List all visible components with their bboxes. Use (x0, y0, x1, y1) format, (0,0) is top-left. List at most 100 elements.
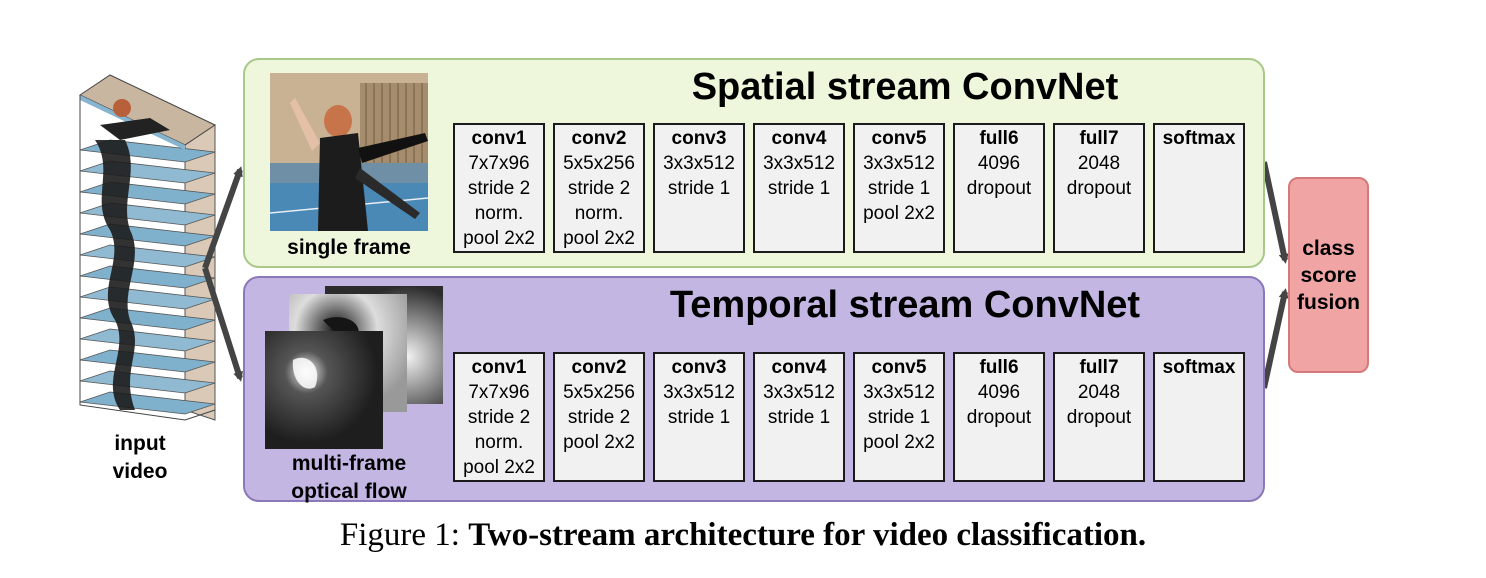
layer-detail: stride 1 (667, 178, 731, 199)
input-video-caption: input video (95, 430, 185, 486)
layer-name: conv4 (771, 357, 827, 378)
layer-detail: 5x5x256 (563, 153, 635, 174)
layer-detail: 2048 (1077, 382, 1121, 403)
arrow-to-spatial (202, 166, 243, 270)
fusion-line1: class (1302, 236, 1355, 260)
layer-name: conv1 (471, 357, 527, 378)
spatial-layer-conv3: conv3 3x3x512 stride 1 (653, 123, 745, 253)
figure-caption: Figure 1: Two-stream architecture for vi… (0, 517, 1486, 554)
optical-flow-caption-line1: multi-frame (291, 452, 407, 475)
spatial-stream-title: Spatial stream ConvNet (691, 66, 1119, 108)
layer-name: conv5 (871, 128, 927, 149)
layer-name: conv1 (471, 128, 527, 149)
spatial-stream-box: Spatial stream ConvNet single frame conv… (243, 58, 1265, 268)
layer-detail: norm. (474, 203, 524, 224)
layer-detail: 3x3x512 (663, 153, 735, 174)
layer-detail: 7x7x96 (468, 153, 530, 174)
arrow-to-temporal (202, 267, 243, 382)
layer-detail: dropout (1066, 407, 1132, 428)
single-frame-caption: single frame (287, 236, 411, 259)
layer-detail: 3x3x512 (863, 153, 935, 174)
layer-name: softmax (1162, 357, 1236, 378)
spatial-layer-conv2: conv2 5x5x256 stride 2 norm. pool 2x2 (553, 123, 645, 253)
layer-detail: norm. (474, 432, 524, 453)
optical-flow-caption-line2: optical flow (291, 480, 407, 503)
temporal-layer-conv3: conv3 3x3x512 stride 1 (653, 352, 745, 482)
video-frame-slice (79, 328, 216, 352)
layer-name: conv3 (671, 128, 727, 149)
temporal-layer-conv5: conv5 3x3x512 stride 1 pool 2x2 (853, 352, 945, 482)
layer-name: full6 (979, 128, 1019, 149)
layer-detail: 3x3x512 (663, 382, 735, 403)
layer-detail: stride 1 (767, 178, 831, 199)
temporal-layer-full7: full7 2048 dropout (1053, 352, 1145, 482)
optical-flow-caption: multi-frame optical flow (265, 450, 433, 506)
layer-detail: stride 2 (567, 178, 631, 199)
spatial-layer-softmax: softmax (1153, 123, 1245, 253)
layer-detail: 4096 (977, 382, 1021, 403)
arrow-temporal-to-fusion (1261, 288, 1289, 389)
figure-caption-prefix: Figure 1: (339, 517, 469, 553)
single-frame-image-icon (270, 73, 428, 231)
temporal-layer-conv2: conv2 5x5x256 stride 2 pool 2x2 (553, 352, 645, 482)
video-frame-slice (79, 349, 216, 373)
layer-detail: 4096 (977, 153, 1021, 174)
temporal-layer-conv4: conv4 3x3x512 stride 1 (753, 352, 845, 482)
layer-name: conv4 (771, 128, 827, 149)
input-caption-line1: input (114, 432, 166, 455)
spatial-layer-conv5: conv5 3x3x512 stride 1 pool 2x2 (853, 123, 945, 253)
layer-detail: 5x5x256 (563, 382, 635, 403)
spatial-layers: conv1 7x7x96 stride 2 norm. pool 2x2 conv2 5x5… (453, 123, 1245, 253)
layer-name: conv5 (871, 357, 927, 378)
spatial-layer-conv4: conv4 3x3x512 stride 1 (753, 123, 845, 253)
temporal-layer-softmax: softmax (1153, 352, 1245, 482)
layer-detail: pool 2x2 (463, 228, 535, 249)
layer-detail: pool 2x2 (563, 228, 635, 249)
spatial-layer-full7: full7 2048 dropout (1053, 123, 1145, 253)
layer-detail: stride 1 (667, 407, 731, 428)
layer-name: full7 (1079, 128, 1119, 149)
layer-detail: stride 1 (767, 407, 831, 428)
layer-name: softmax (1162, 128, 1236, 149)
layer-detail: pool 2x2 (863, 432, 935, 453)
temporal-stream-box: Temporal stream ConvNet multi-frame opti… (243, 276, 1265, 503)
layer-detail: 3x3x512 (763, 153, 835, 174)
class-score-fusion-box: class score fusion (1288, 177, 1369, 373)
layer-name: conv2 (571, 357, 627, 378)
layer-detail: stride 2 (467, 407, 531, 428)
layer-detail: stride 1 (867, 178, 931, 199)
layer-detail: dropout (966, 178, 1032, 199)
layer-name: full6 (979, 357, 1019, 378)
layer-detail: 3x3x512 (863, 382, 935, 403)
fusion-line2: score (1300, 263, 1357, 287)
temporal-stream-title: Temporal stream ConvNet (669, 284, 1141, 326)
optical-flow-images-icon (265, 286, 443, 449)
arrow-spatial-to-fusion (1261, 161, 1289, 264)
spatial-layer-full6: full6 4096 dropout (953, 123, 1045, 253)
layer-detail: 3x3x512 (763, 382, 835, 403)
layer-detail: pool 2x2 (863, 203, 935, 224)
layer-detail: pool 2x2 (563, 432, 635, 453)
input-video-stack-icon (78, 74, 217, 421)
layer-detail: dropout (1066, 178, 1132, 199)
layer-name: conv3 (671, 357, 727, 378)
layer-detail: stride 2 (567, 407, 631, 428)
layer-detail: 2048 (1077, 153, 1121, 174)
layer-detail: norm. (574, 203, 624, 224)
layer-name: conv2 (571, 128, 627, 149)
layer-detail: 7x7x96 (468, 382, 530, 403)
layer-detail: stride 1 (867, 407, 931, 428)
temporal-layer-full6: full6 4096 dropout (953, 352, 1045, 482)
temporal-layers: conv1 7x7x96 stride 2 norm. pool 2x2 conv2 5x5… (453, 352, 1245, 482)
video-frame-slice (79, 244, 216, 268)
figure-caption-title: Two-stream architecture for video classi… (468, 517, 1147, 553)
fusion-line3: fusion (1297, 290, 1360, 314)
temporal-layer-conv1: conv1 7x7x96 stride 2 norm. pool 2x2 (453, 352, 545, 482)
video-frame-slice (79, 391, 216, 415)
layer-detail: dropout (966, 407, 1032, 428)
input-caption-line2: video (112, 460, 168, 483)
layer-detail: pool 2x2 (463, 457, 535, 478)
layer-name: full7 (1079, 357, 1119, 378)
